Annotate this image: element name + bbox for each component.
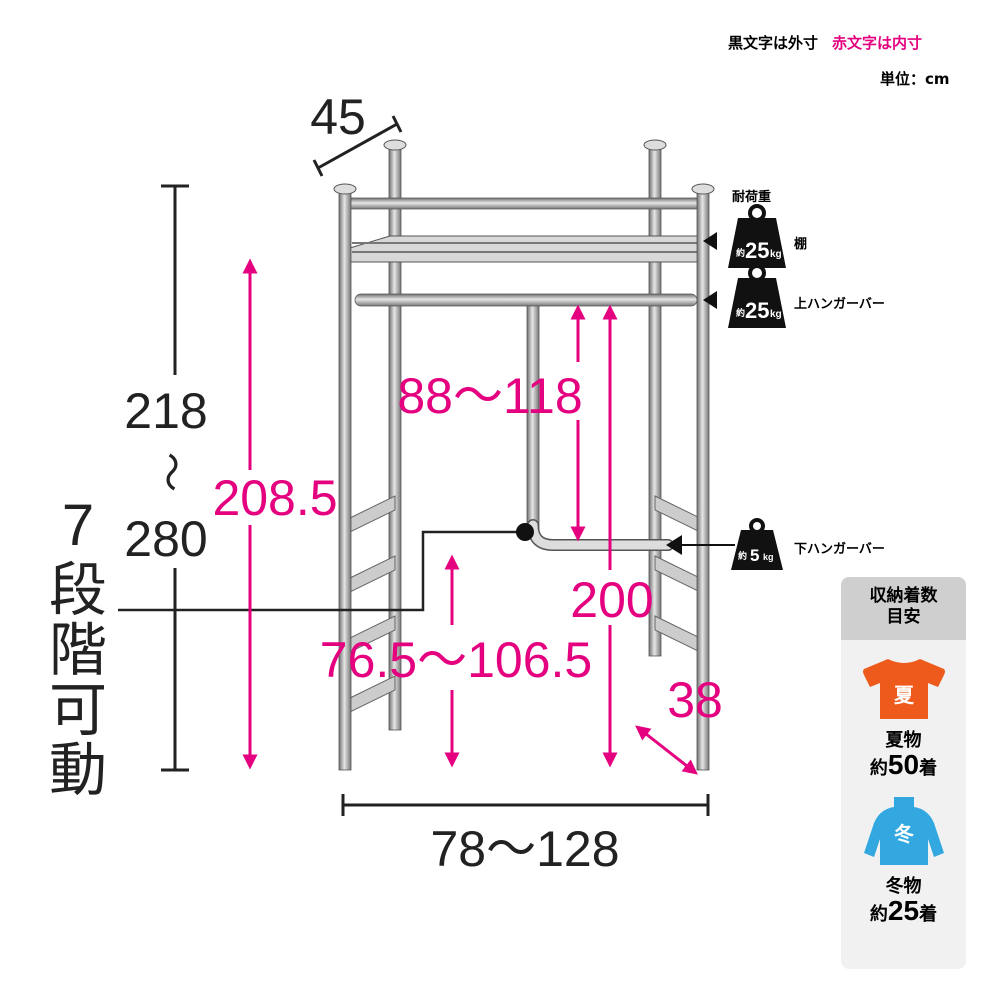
- load-label-shelf: 棚: [794, 237, 808, 252]
- weight-icon-upper-bar: 約 25 kg: [728, 264, 786, 328]
- capacity-title: 収納着数 目安: [841, 577, 966, 640]
- upper-bar-height-label: 200: [570, 572, 653, 628]
- svg-text:約: 約: [736, 307, 745, 319]
- lower-bar-range-label: 76.5～106.5: [320, 632, 592, 688]
- lower-hanger-bar: [528, 520, 673, 550]
- load-label-upper-bar: 上ハンガーバー: [794, 297, 885, 312]
- top-bar: [342, 197, 708, 210]
- inner-height-label: 208.5: [212, 470, 337, 526]
- upper-bar-range-label: 88～118: [397, 368, 582, 424]
- shelf-depth-label: 38: [667, 672, 723, 728]
- svg-text:可: 可: [49, 676, 107, 744]
- rack-frame: [333, 139, 715, 771]
- bar-pivot-dot: [516, 523, 534, 541]
- sweater-icon: 冬: [863, 797, 944, 865]
- depth-label: 45: [310, 89, 366, 145]
- capacity-panel: 収納着数 目安 夏 夏物 約50着 冬 冬物 約25着: [841, 577, 966, 969]
- svg-text:冬: 冬: [894, 822, 914, 846]
- svg-text:約: 約: [738, 550, 747, 562]
- load-title: 耐荷重: [732, 190, 772, 205]
- legend: 黒文字は外寸赤文字は内寸: [728, 32, 922, 53]
- pointer-icon: [666, 535, 682, 555]
- weight-icon-lower-bar: 約 5 kg: [731, 518, 783, 570]
- pointer-icon: [703, 291, 717, 309]
- outer-dimensions: [118, 115, 710, 816]
- svg-text:7: 7: [62, 493, 94, 558]
- tshirt-icon: 夏: [862, 659, 945, 719]
- load-label-lower-bar: 下ハンガーバー: [794, 542, 885, 557]
- height-tilde: ～: [148, 452, 192, 492]
- svg-text:約: 約: [736, 247, 745, 259]
- summer-capacity: 夏物 約50着: [869, 730, 938, 780]
- svg-text:kg: kg: [770, 249, 782, 260]
- weight-icon-shelf: 約 25 kg: [728, 204, 786, 268]
- svg-text:kg: kg: [763, 552, 774, 562]
- svg-text:階: 階: [49, 616, 107, 684]
- width-label: 78～128: [430, 821, 619, 877]
- shelf: [349, 235, 701, 263]
- right-ladder-rungs: [654, 495, 701, 653]
- inner-dimension-arrows: [242, 258, 698, 775]
- left-ladder-rungs: [349, 495, 396, 713]
- adjustable-label: 7 段 階 可 動: [49, 493, 107, 804]
- upper-hanger-bar: [354, 293, 698, 307]
- svg-text:段: 段: [49, 556, 107, 624]
- svg-text:25: 25: [745, 298, 769, 323]
- height-min-label: 218: [124, 383, 207, 439]
- svg-text:kg: kg: [770, 309, 782, 320]
- height-max-label: 280: [124, 511, 207, 567]
- svg-text:動: 動: [49, 736, 107, 804]
- winter-capacity: 冬物 約25着: [869, 876, 938, 926]
- unit-label: 単位：cm: [880, 70, 950, 88]
- legend-inner: 赤文字は内寸: [832, 34, 923, 52]
- svg-text:25: 25: [745, 238, 769, 263]
- svg-text:5: 5: [750, 546, 759, 565]
- svg-text:夏: 夏: [894, 683, 915, 707]
- legend-outer: 黒文字は外寸: [728, 34, 819, 52]
- pointer-icon: [703, 232, 717, 250]
